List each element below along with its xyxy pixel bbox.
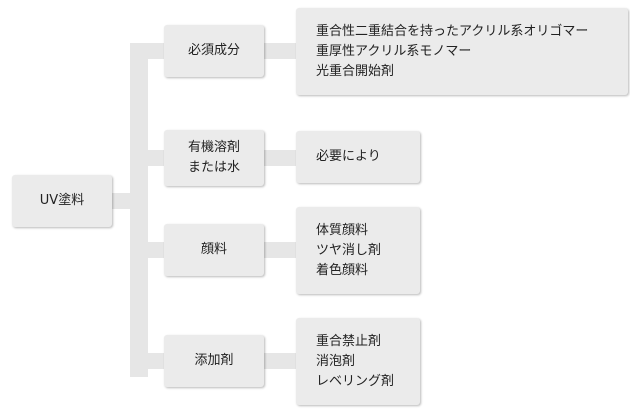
leaf-item: 重合禁止剤 [316,333,382,349]
leaf-node-pigment: 体質顔料 ツヤ消し剤 着色顔料 [296,207,420,294]
leaf-item: 着色顔料 [316,262,369,278]
leaf-connector-3 [264,242,296,258]
category-node-pigment: 顔料 [164,224,264,276]
leaf-item: ツヤ消し剤 [316,242,382,258]
leaf-node-solvent: 必要により [296,131,420,183]
category-label: 顔料 [200,242,227,257]
category-label: 添加剤 [194,353,234,368]
category-node-required: 必須成分 [164,25,264,77]
category-label-line2: または水 [187,160,240,175]
trunk-connector [130,43,148,377]
branch-connector-4 [148,353,164,369]
branch-connector-2 [148,150,164,166]
root-node: UV塗料 [12,175,112,227]
leaf-item: 重厚性アクリル系モノマー [316,43,472,59]
leaf-item: 重合性二重結合を持ったアクリル系オリゴマー [316,23,589,39]
branch-connector-3 [148,242,164,258]
branch-connector-1 [148,43,164,59]
leaf-item: 必要により [316,149,381,164]
leaf-item: 消泡剤 [316,353,356,369]
leaf-connector-2 [264,150,296,166]
category-label-line1: 有機溶剤 [187,140,240,155]
leaf-item: 体質顔料 [316,222,369,238]
category-label: 必須成分 [187,43,240,58]
leaf-item: レベリング剤 [316,373,395,389]
category-node-solvent: 有機溶剤 または水 [164,130,264,186]
leaf-connector-1 [264,43,296,59]
leaf-connector-4 [264,353,296,369]
leaf-item: 光重合開始剤 [316,63,395,79]
leaf-node-additive: 重合禁止剤 消泡剤 レベリング剤 [296,318,420,405]
leaf-node-required: 重合性二重結合を持ったアクリル系オリゴマー 重厚性アクリル系モノマー 光重合開始… [296,8,628,95]
root-label: UV塗料 [39,193,85,208]
category-node-additive: 添加剤 [164,335,264,387]
